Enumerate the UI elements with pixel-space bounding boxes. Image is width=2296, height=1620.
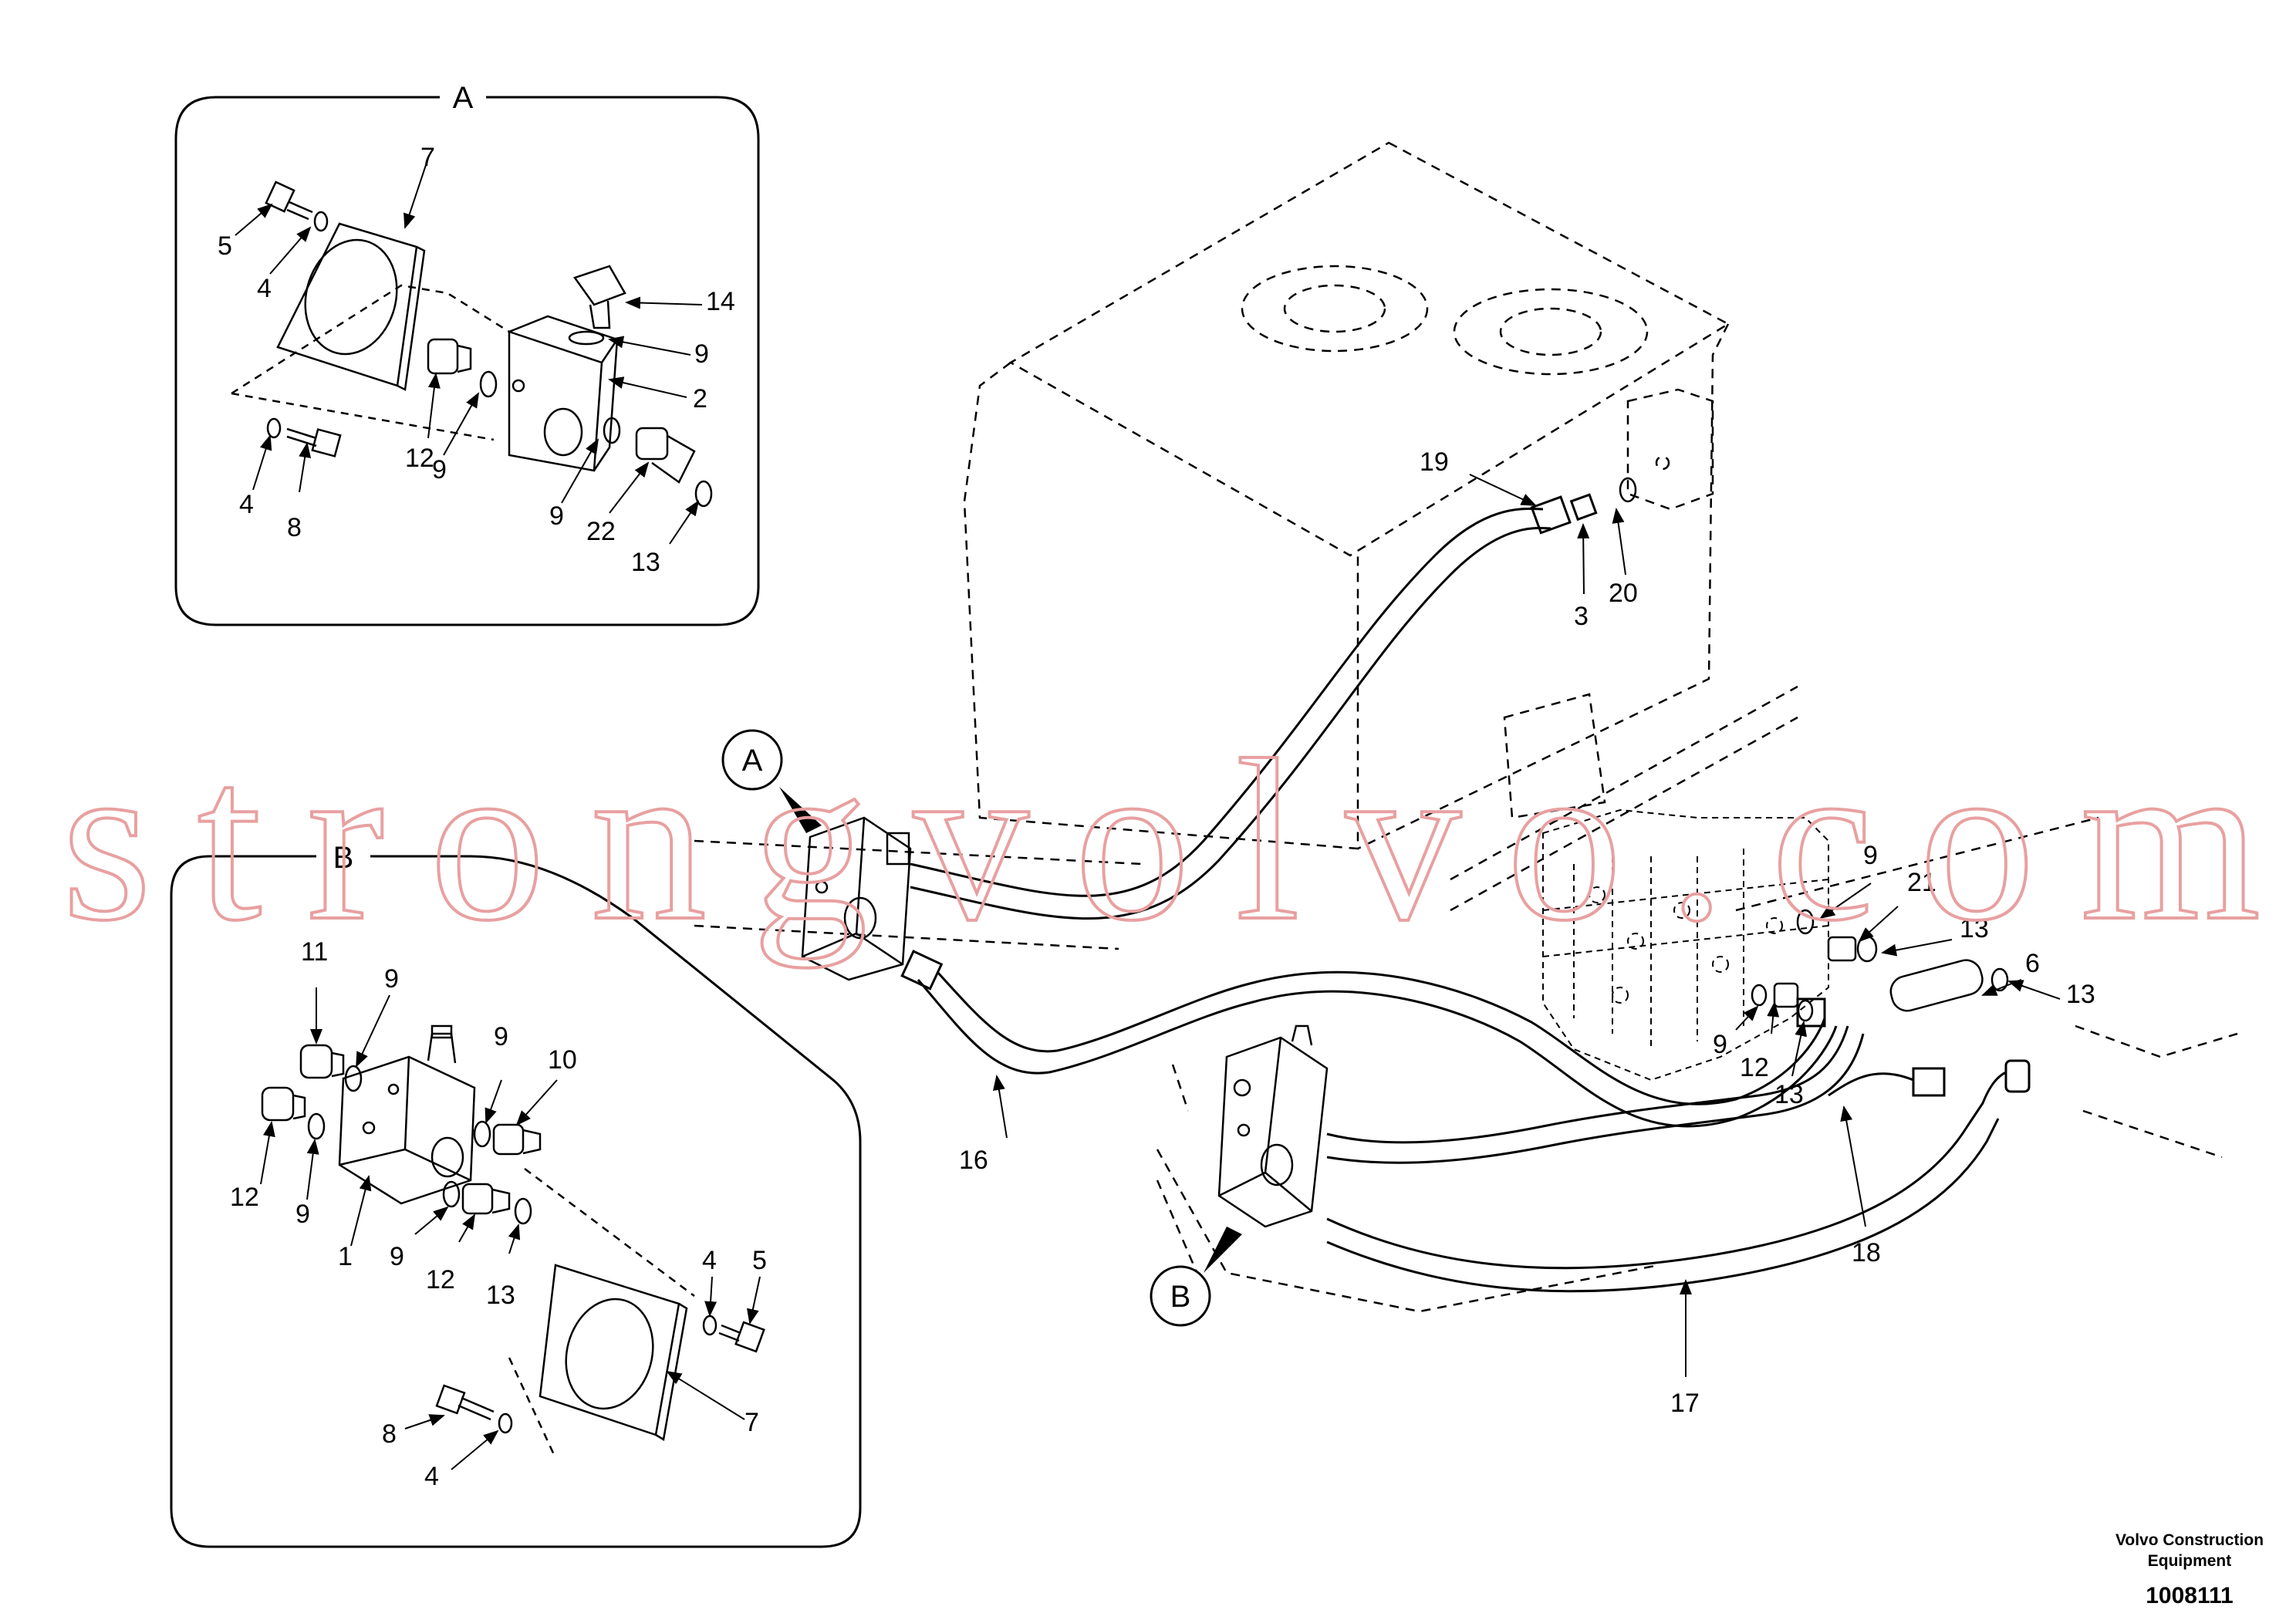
detail-a-frame <box>174 96 760 626</box>
hose-16-line-lower <box>900 950 1838 1128</box>
part-label: 9 <box>694 339 709 369</box>
part-label: 12 <box>426 1265 455 1294</box>
detail-b-title: B <box>333 841 354 875</box>
fitting-part <box>492 1123 542 1156</box>
bolt-part <box>435 1384 495 1421</box>
part-label: 4 <box>257 274 272 303</box>
part-label: 16 <box>959 1146 988 1175</box>
detail-a-title: A <box>453 81 474 115</box>
plug-part <box>427 338 472 375</box>
part-label: 18 <box>1852 1238 1881 1267</box>
credits-block: Volvo Construction Equipment 1008111 <box>2115 1531 2264 1608</box>
part-label: 13 <box>486 1281 515 1310</box>
detail-b-frame <box>170 855 862 1548</box>
callout-b-label: B <box>1170 1280 1191 1314</box>
part-label: 19 <box>1420 447 1449 477</box>
washer-part <box>498 1412 513 1434</box>
part-label: 13 <box>1960 914 1989 943</box>
tank-outline <box>963 141 1730 850</box>
detail-b-leaders <box>260 987 761 1470</box>
part-label: 7 <box>420 143 435 172</box>
part-label: 14 <box>706 287 735 316</box>
part-label: 4 <box>702 1246 717 1275</box>
part-label: 8 <box>287 513 302 542</box>
o-ring-part <box>568 330 605 346</box>
part-label: 22 <box>586 517 616 546</box>
valve-block-part <box>338 1024 476 1205</box>
part-label: 9 <box>1713 1030 1727 1059</box>
watermark-text: strongvolvo.com <box>62 712 2261 969</box>
fittings-right <box>1619 477 2009 1022</box>
detail-a-drawing <box>231 181 713 508</box>
plug-part <box>299 1044 345 1079</box>
part-label: 10 <box>548 1045 577 1075</box>
o-ring-part <box>479 370 498 398</box>
o-ring-part <box>694 480 713 508</box>
o-ring-part <box>514 1197 532 1225</box>
part-label: 2 <box>693 384 707 413</box>
part-label: 11 <box>301 937 328 967</box>
washer-part <box>702 1315 718 1336</box>
part-label: 12 <box>405 444 434 473</box>
o-ring-part <box>307 1112 326 1140</box>
part-label: 1 <box>338 1242 353 1271</box>
o-ring-part <box>473 1120 491 1148</box>
part-label: 3 <box>1574 602 1589 631</box>
bolt-part <box>286 427 342 457</box>
part-label: 7 <box>745 1408 759 1437</box>
credits-line-1: Volvo Construction <box>2115 1531 2264 1549</box>
o-ring-part <box>603 417 621 444</box>
credits-line-2: Equipment <box>2148 1552 2232 1570</box>
o-ring-part <box>442 1180 461 1208</box>
o-ring-part <box>344 1065 363 1092</box>
valve-block-part <box>508 315 619 472</box>
part-label: 21 <box>1907 868 1936 897</box>
fitting-part <box>461 1183 511 1215</box>
mounting-plate-part <box>276 222 426 391</box>
part-label: 12 <box>230 1183 259 1212</box>
part-label: 13 <box>631 548 660 577</box>
lower-block-bracket <box>1217 1024 1329 1228</box>
elbow-fitting-part <box>635 427 696 484</box>
part-label: 13 <box>2066 980 2095 1009</box>
detail-b-drawing <box>261 1024 765 1459</box>
part-label: 9 <box>1863 841 1878 870</box>
main-leaders <box>992 474 2061 1377</box>
bolt-part <box>718 1321 765 1353</box>
part-labels: 5 7 4 14 9 2 12 9 4 8 9 22 13 11 9 9 10 … <box>218 143 2095 1491</box>
part-label: 8 <box>382 1419 397 1449</box>
plug-part <box>261 1086 306 1122</box>
hose-17 <box>1326 1059 2031 1293</box>
detail-a-leaders <box>235 157 703 545</box>
part-label: 5 <box>752 1246 767 1275</box>
bolt-part <box>265 181 313 221</box>
part-label: 9 <box>494 1022 508 1051</box>
drawing-number: 1008111 <box>2146 1583 2233 1608</box>
part-label: 13 <box>1774 1080 1804 1109</box>
callout-a: A <box>721 729 822 833</box>
part-label: 9 <box>549 501 564 531</box>
part-label: 9 <box>390 1242 404 1271</box>
hose-16-line-19 <box>910 493 1598 920</box>
part-label: 4 <box>239 490 254 519</box>
washer-part <box>313 211 329 232</box>
part-label: 12 <box>1740 1053 1769 1082</box>
part-label: 20 <box>1609 579 1638 608</box>
mounting-plate-part <box>539 1264 688 1442</box>
upper-block-bracket <box>801 816 912 981</box>
washer-part <box>266 417 282 439</box>
hose-18 <box>1326 997 1946 1164</box>
part-label: 17 <box>1670 1389 1700 1418</box>
part-label: 4 <box>424 1462 439 1491</box>
part-label: 9 <box>384 964 399 994</box>
callout-b: B <box>1150 1227 1242 1327</box>
part-label: 6 <box>2025 949 2040 978</box>
elbow-fitting-part <box>572 265 626 329</box>
part-label: 9 <box>432 455 447 484</box>
frame-outline <box>694 685 2238 1313</box>
part-label: 9 <box>295 1200 310 1229</box>
part-label: 5 <box>218 231 232 261</box>
callout-a-label: A <box>742 744 763 778</box>
